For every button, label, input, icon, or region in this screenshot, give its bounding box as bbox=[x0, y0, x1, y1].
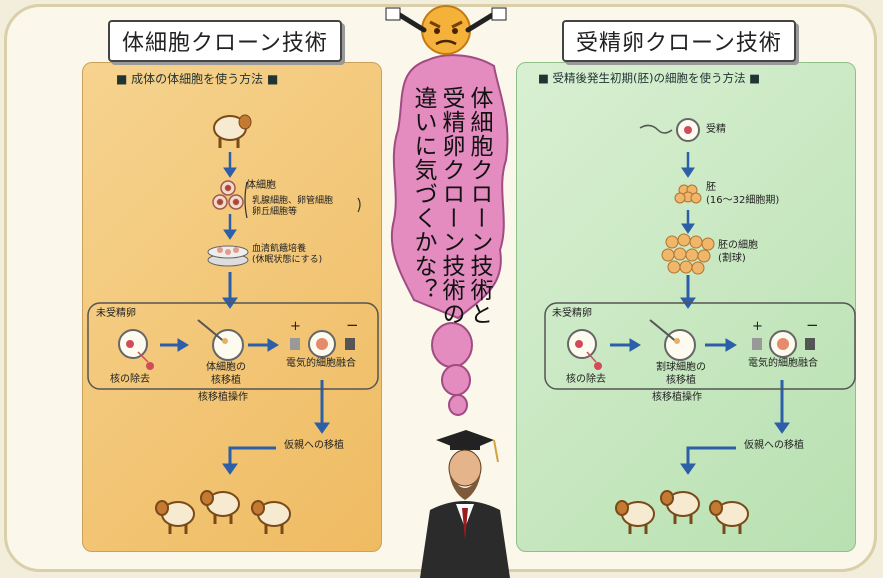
svg-text:−: − bbox=[806, 316, 819, 334]
right-injection-icon bbox=[649, 319, 696, 361]
left-enucleation-label: 核の除去 bbox=[110, 374, 150, 385]
angry-face-icon bbox=[385, 5, 507, 55]
embryo-label: 胚 (16〜32細胞期) bbox=[706, 182, 780, 206]
svg-text:−: − bbox=[346, 316, 359, 334]
embryo-clone-title: 受精卵クローン技術 bbox=[562, 20, 796, 62]
thought-bubble bbox=[390, 54, 509, 416]
right-egg-icon bbox=[567, 329, 602, 370]
fertilization-icon bbox=[639, 118, 700, 142]
donor-sheep-icon bbox=[213, 114, 252, 148]
svg-text:+: + bbox=[752, 319, 763, 334]
left-flow bbox=[160, 152, 330, 475]
clone-sheep-group-right bbox=[615, 490, 749, 534]
bubble-line-1: 体細胞クローン技術と bbox=[466, 86, 492, 326]
bubble-line-2: 受精卵クローン技術の bbox=[438, 86, 464, 326]
right-transfer-box bbox=[544, 302, 856, 390]
left-operation-label: 核移植操作 bbox=[198, 392, 248, 403]
left-egg-icon bbox=[118, 329, 154, 370]
right-fusion-label: 電気的細胞融合 bbox=[748, 358, 818, 369]
left-injection-icon bbox=[197, 319, 244, 361]
left-transfer-label: 仮親への移植 bbox=[284, 440, 344, 451]
somatic-clone-subtitle: ■ 成体の体細胞を使う方法 ■ bbox=[116, 72, 279, 86]
clone-sheep-group-left bbox=[155, 490, 291, 534]
left-fusion-icon: + − bbox=[290, 316, 359, 358]
embryo-icon bbox=[674, 184, 702, 204]
right-nuclear-transfer-label: 割球細胞の 核移植 bbox=[656, 362, 706, 386]
professor-figure-icon bbox=[420, 430, 510, 578]
right-enucleation-label: 核の除去 bbox=[566, 374, 606, 385]
somatic-cells-icon bbox=[212, 180, 244, 210]
fertilization-label: 受精 bbox=[706, 124, 726, 135]
right-fusion-icon: + − bbox=[752, 316, 819, 358]
right-flow bbox=[610, 152, 790, 475]
somatic-clone-title: 体細胞クローン技術 bbox=[108, 20, 342, 62]
somatic-cell-label: 体細胞 bbox=[246, 180, 276, 191]
embryo-cells-label: 胚の細胞 (割球) bbox=[718, 240, 758, 264]
embryo-clone-subtitle: ■ 受精後発生初期(胚)の細胞を使う方法 ■ bbox=[538, 71, 761, 85]
left-unfertilized-egg-label: 未受精卵 bbox=[96, 308, 136, 319]
left-transfer-box bbox=[87, 302, 379, 390]
right-operation-label: 核移植操作 bbox=[652, 392, 702, 403]
culture-dish-icon bbox=[207, 245, 249, 267]
svg-text:+: + bbox=[290, 319, 301, 334]
right-unfertilized-egg-label: 未受精卵 bbox=[552, 308, 592, 319]
right-transfer-label: 仮親への移植 bbox=[744, 440, 804, 451]
culture-label: 血清飢餓培養 (休眠状態にする) bbox=[252, 244, 323, 266]
left-nuclear-transfer-label: 体細胞の 核移植 bbox=[206, 362, 246, 386]
left-fusion-label: 電気的細胞融合 bbox=[286, 358, 356, 369]
bubble-line-3: 違いに気づくかな？ bbox=[410, 86, 436, 302]
somatic-note: 乳腺細胞、卵管細胞 卵丘細胞等 bbox=[252, 196, 334, 218]
embryo-cells-icon bbox=[661, 233, 715, 275]
